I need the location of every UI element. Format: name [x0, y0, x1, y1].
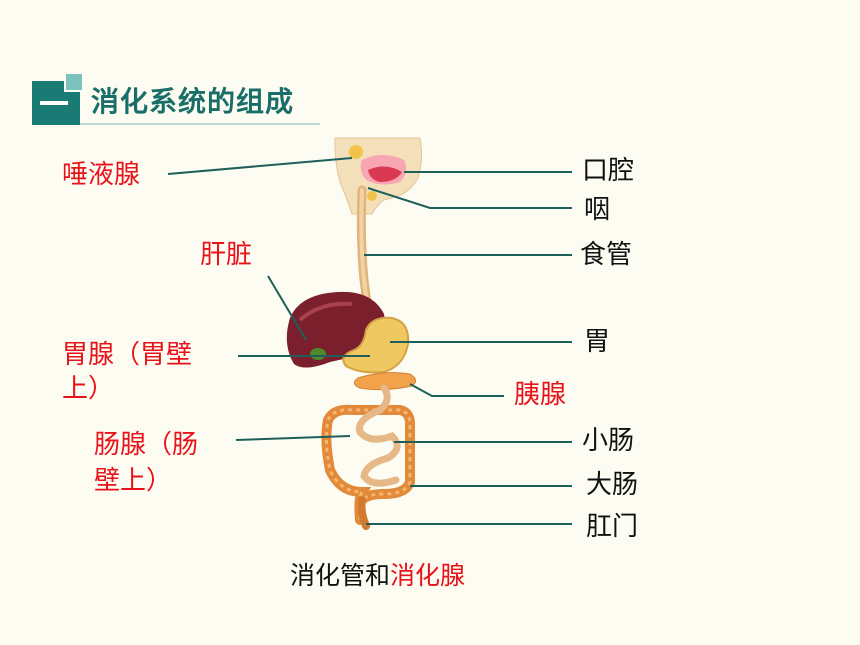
label-anus: 肛门 — [586, 512, 639, 542]
caption-part-tract: 消化管和 — [290, 561, 391, 590]
leader-salivary — [167, 157, 353, 175]
leader-intestinal — [235, 435, 351, 441]
label-stomach: 胃 — [584, 327, 611, 357]
salivary-gland-shape — [349, 145, 363, 159]
leader-liver — [267, 275, 307, 341]
label-large-intestine: 大肠 — [586, 470, 639, 500]
label-pancreas: 胰腺 — [514, 380, 567, 410]
rectum-shape — [357, 496, 370, 530]
label-gastric-gland-line2: 上） — [62, 374, 115, 404]
stomach-shape — [342, 316, 410, 374]
leader-pharynx — [367, 187, 572, 209]
label-small-intestine: 小肠 — [582, 426, 635, 456]
section-marker-accent — [64, 72, 84, 92]
caption-part-glands: 消化腺 — [390, 561, 466, 590]
section-marker-dash — [40, 101, 68, 105]
gallbladder-shape — [310, 348, 326, 360]
label-esophagus: 食管 — [580, 240, 633, 270]
leader-pancreas — [409, 383, 504, 397]
label-liver: 肝脏 — [200, 240, 253, 270]
label-pharynx: 咽 — [584, 195, 611, 225]
small-intestine-shape — [355, 384, 401, 487]
label-intestinal-gland-line1: 肠腺（肠 — [94, 430, 199, 460]
title-underline — [80, 123, 320, 125]
salivary-gland-shape-2 — [367, 191, 377, 201]
label-mouth: 口腔 — [582, 156, 635, 186]
label-intestinal-gland-line2: 壁上） — [94, 466, 173, 496]
label-gastric-gland-line1: 胃腺（胃壁 — [62, 340, 193, 370]
page-title: 消化系统的组成 — [91, 85, 295, 118]
tongue — [368, 166, 402, 182]
diagram-caption: 消化管和消化腺 — [290, 556, 465, 592]
label-salivary-gland: 唾液腺 — [62, 160, 141, 190]
